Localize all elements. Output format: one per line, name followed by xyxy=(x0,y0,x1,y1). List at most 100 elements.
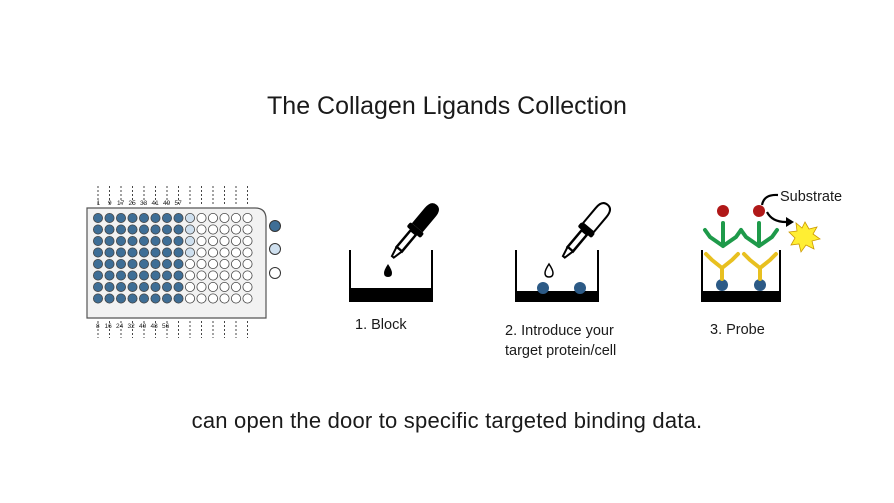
plate-well xyxy=(127,247,138,258)
plate-well xyxy=(219,224,230,235)
plate-well xyxy=(116,235,127,246)
plate-well xyxy=(161,224,172,235)
plate-well xyxy=(127,212,138,223)
plate-well xyxy=(104,235,115,246)
plate-well xyxy=(138,235,149,246)
plate-well xyxy=(138,281,149,292)
plate-well xyxy=(127,270,138,281)
plate-well xyxy=(150,235,161,246)
column-number-bottom: 40 xyxy=(139,323,147,330)
plate-well xyxy=(196,270,207,281)
plate-well xyxy=(116,224,127,235)
plate-well xyxy=(161,235,172,246)
plate-well xyxy=(242,247,253,258)
column-number-bottom: 48 xyxy=(151,323,159,330)
plate-well xyxy=(93,235,104,246)
plate-well xyxy=(116,293,127,304)
plate-well xyxy=(207,235,218,246)
plate-well xyxy=(104,224,115,235)
plate-well xyxy=(116,281,127,292)
plate-well xyxy=(150,258,161,269)
reagent-well-empty xyxy=(269,267,281,279)
step-2-label-line1: 2. Introduce your xyxy=(505,323,614,339)
column-number-top: 49 xyxy=(163,200,171,207)
plate-well xyxy=(196,293,207,304)
plate-well xyxy=(104,293,115,304)
plate-well xyxy=(127,235,138,246)
plate-well xyxy=(219,212,230,223)
plate-well xyxy=(242,258,253,269)
plate-well xyxy=(184,281,195,292)
plate-well xyxy=(207,281,218,292)
column-number-bottom: 56 xyxy=(162,323,170,330)
plate-well xyxy=(150,247,161,258)
plate-well xyxy=(184,224,195,235)
plate-well xyxy=(150,293,161,304)
plate-well xyxy=(184,235,195,246)
step-2-label-line2: target protein/cell xyxy=(505,343,617,359)
plate-well xyxy=(138,293,149,304)
plate-well xyxy=(242,270,253,281)
plate-well xyxy=(230,270,241,281)
arrow-icon xyxy=(760,193,779,206)
plate-well xyxy=(138,247,149,258)
step-3-label: 3. Probe xyxy=(710,322,765,338)
dropper-icon xyxy=(390,203,439,259)
plate-well xyxy=(219,235,230,246)
plate-well xyxy=(173,258,184,269)
plate-well xyxy=(138,212,149,223)
plate-well xyxy=(161,270,172,281)
reagent-well-filled xyxy=(269,220,281,232)
plate-well xyxy=(104,258,115,269)
plate-well xyxy=(184,212,195,223)
plate-well xyxy=(127,224,138,235)
column-number-bottom: 32 xyxy=(128,323,136,330)
column-number-bottom: 16 xyxy=(105,323,113,330)
step-2-label: 2. Introduce your target protein/cell xyxy=(505,321,616,361)
plate-well xyxy=(196,212,207,223)
column-number-bottom: 24 xyxy=(116,323,124,330)
substrate-label: Substrate xyxy=(780,189,843,205)
plate-well xyxy=(150,224,161,235)
reagent-well-light xyxy=(269,243,281,255)
plate-well xyxy=(242,293,253,304)
plate-well xyxy=(184,258,195,269)
plate-well xyxy=(161,258,172,269)
plate-well xyxy=(104,270,115,281)
step-introduce-illustration xyxy=(515,202,611,302)
column-number-bottom: 8 xyxy=(96,323,100,330)
plate-well xyxy=(207,293,218,304)
plate-well xyxy=(150,212,161,223)
plate-well xyxy=(242,281,253,292)
plate-well xyxy=(173,235,184,246)
plate-well xyxy=(230,235,241,246)
plate-well xyxy=(196,247,207,258)
column-number-top: 17 xyxy=(117,200,125,207)
plate-well xyxy=(116,270,127,281)
plate-well xyxy=(138,258,149,269)
plate-well xyxy=(93,293,104,304)
plate-well xyxy=(207,270,218,281)
secondary-antibody xyxy=(703,221,779,248)
plate-well xyxy=(230,247,241,258)
plate-well xyxy=(207,224,218,235)
plate-well xyxy=(196,235,207,246)
plate-well xyxy=(93,224,104,235)
plate-well xyxy=(184,270,195,281)
plate-well xyxy=(207,258,218,269)
plate-well xyxy=(116,247,127,258)
plate-well xyxy=(127,293,138,304)
plate-well xyxy=(196,281,207,292)
plate-well xyxy=(230,212,241,223)
enzyme-icon xyxy=(717,205,729,217)
plate-well xyxy=(230,224,241,235)
plate-well xyxy=(219,293,230,304)
column-number-top: 25 xyxy=(129,200,137,207)
slide-subtitle: can open the door to specific targeted b… xyxy=(191,408,703,433)
plate-well xyxy=(196,224,207,235)
plate-well xyxy=(207,212,218,223)
plate-well xyxy=(230,258,241,269)
plate-well xyxy=(173,281,184,292)
